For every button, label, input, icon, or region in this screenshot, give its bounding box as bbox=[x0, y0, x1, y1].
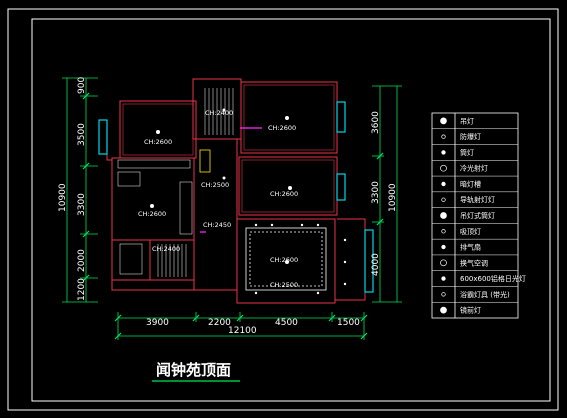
spot-icon bbox=[441, 150, 446, 155]
room-label-7: CH:2450 bbox=[203, 221, 231, 229]
dim-left-5: 1200 bbox=[77, 278, 87, 301]
legend-label: 暗灯槽 bbox=[460, 179, 481, 188]
dim-left-3: 3300 bbox=[77, 193, 87, 216]
bath-heater-icon bbox=[441, 292, 446, 297]
ceiling-lamp-icon bbox=[441, 134, 446, 139]
dim-right-total: 10900 bbox=[388, 183, 398, 212]
dimension-lines bbox=[62, 77, 402, 340]
legend-label: 吊灯 bbox=[460, 116, 474, 125]
dim-bottom-3: 4500 bbox=[275, 318, 298, 328]
accent-marks bbox=[199, 127, 262, 233]
window-marks bbox=[98, 101, 374, 293]
legend-label: 防爆灯 bbox=[460, 132, 481, 141]
room-labels: CH:2600 CH:2400 CH:2600 CH:2500 CH:2600 … bbox=[138, 109, 298, 289]
dimension-ticks bbox=[82, 92, 384, 340]
dim-bottom-1: 3900 bbox=[146, 318, 169, 328]
track-spot-icon bbox=[441, 197, 446, 202]
legend-label: 吊灯式筒灯 bbox=[460, 211, 495, 220]
room-label-10: CH:2500 bbox=[270, 281, 298, 289]
legend-label: 浴霸灯具 (带光) bbox=[460, 290, 510, 299]
room-label-5: CH:2600 bbox=[270, 190, 298, 198]
ac-vent-icon bbox=[440, 259, 447, 267]
dim-bottom-2: 2200 bbox=[208, 318, 231, 328]
cold-spot-icon bbox=[440, 164, 447, 172]
room-label-1: CH:2600 bbox=[144, 138, 172, 146]
dim-left-total: 10900 bbox=[58, 183, 68, 212]
hatched-zones bbox=[117, 88, 234, 277]
legend-label: 吸顶灯 bbox=[460, 227, 481, 236]
mirror-lamp-icon bbox=[440, 306, 447, 314]
legend-label: 镜前灯 bbox=[460, 306, 481, 315]
drawing-title: 闻钟苑顶面 bbox=[156, 361, 231, 379]
legend-label: 排气扇 bbox=[460, 243, 481, 252]
legend-label: 筒灯 bbox=[460, 148, 474, 157]
inner-frame bbox=[31, 18, 551, 402]
dim-bottom-4: 1500 bbox=[337, 318, 360, 328]
dim-left-1: 900 bbox=[77, 77, 87, 94]
room-label-6: CH:2600 bbox=[138, 210, 166, 218]
living-ceiling bbox=[245, 227, 327, 291]
grille-icon bbox=[441, 276, 446, 281]
dim-right-1: 3600 bbox=[371, 111, 381, 134]
wall-lamp-icon bbox=[440, 212, 447, 219]
room-label-4: CH:2500 bbox=[201, 181, 229, 189]
dim-bottom-total: 12100 bbox=[228, 326, 257, 336]
legend-label: 导轨射灯灯 bbox=[460, 195, 495, 204]
dim-left-4: 2000 bbox=[77, 249, 87, 272]
dim-right-2: 3300 bbox=[371, 181, 381, 204]
dim-left-2: 3500 bbox=[77, 123, 87, 146]
room-label-2: CH:2400 bbox=[205, 109, 233, 117]
light-fixtures bbox=[150, 108, 347, 295]
legend-frame bbox=[431, 112, 519, 319]
dim-right-3: 4000 bbox=[371, 253, 381, 276]
outer-frame bbox=[7, 8, 559, 411]
hidden-strip-icon bbox=[441, 181, 446, 187]
legend-label: 换气空调 bbox=[460, 258, 488, 267]
pendant-lamp-icon bbox=[440, 117, 447, 125]
exhaust-fan-icon bbox=[441, 244, 446, 250]
room-label-9: CH:2600 bbox=[270, 256, 298, 264]
room-label-8: CH:2400 bbox=[152, 245, 180, 253]
legend-label: 600x600铝格日光灯 bbox=[460, 274, 526, 283]
ceiling-lamp-icon bbox=[441, 229, 446, 234]
room-label-3: CH:2600 bbox=[268, 124, 296, 132]
legend-label: 冷光射灯 bbox=[460, 164, 488, 173]
